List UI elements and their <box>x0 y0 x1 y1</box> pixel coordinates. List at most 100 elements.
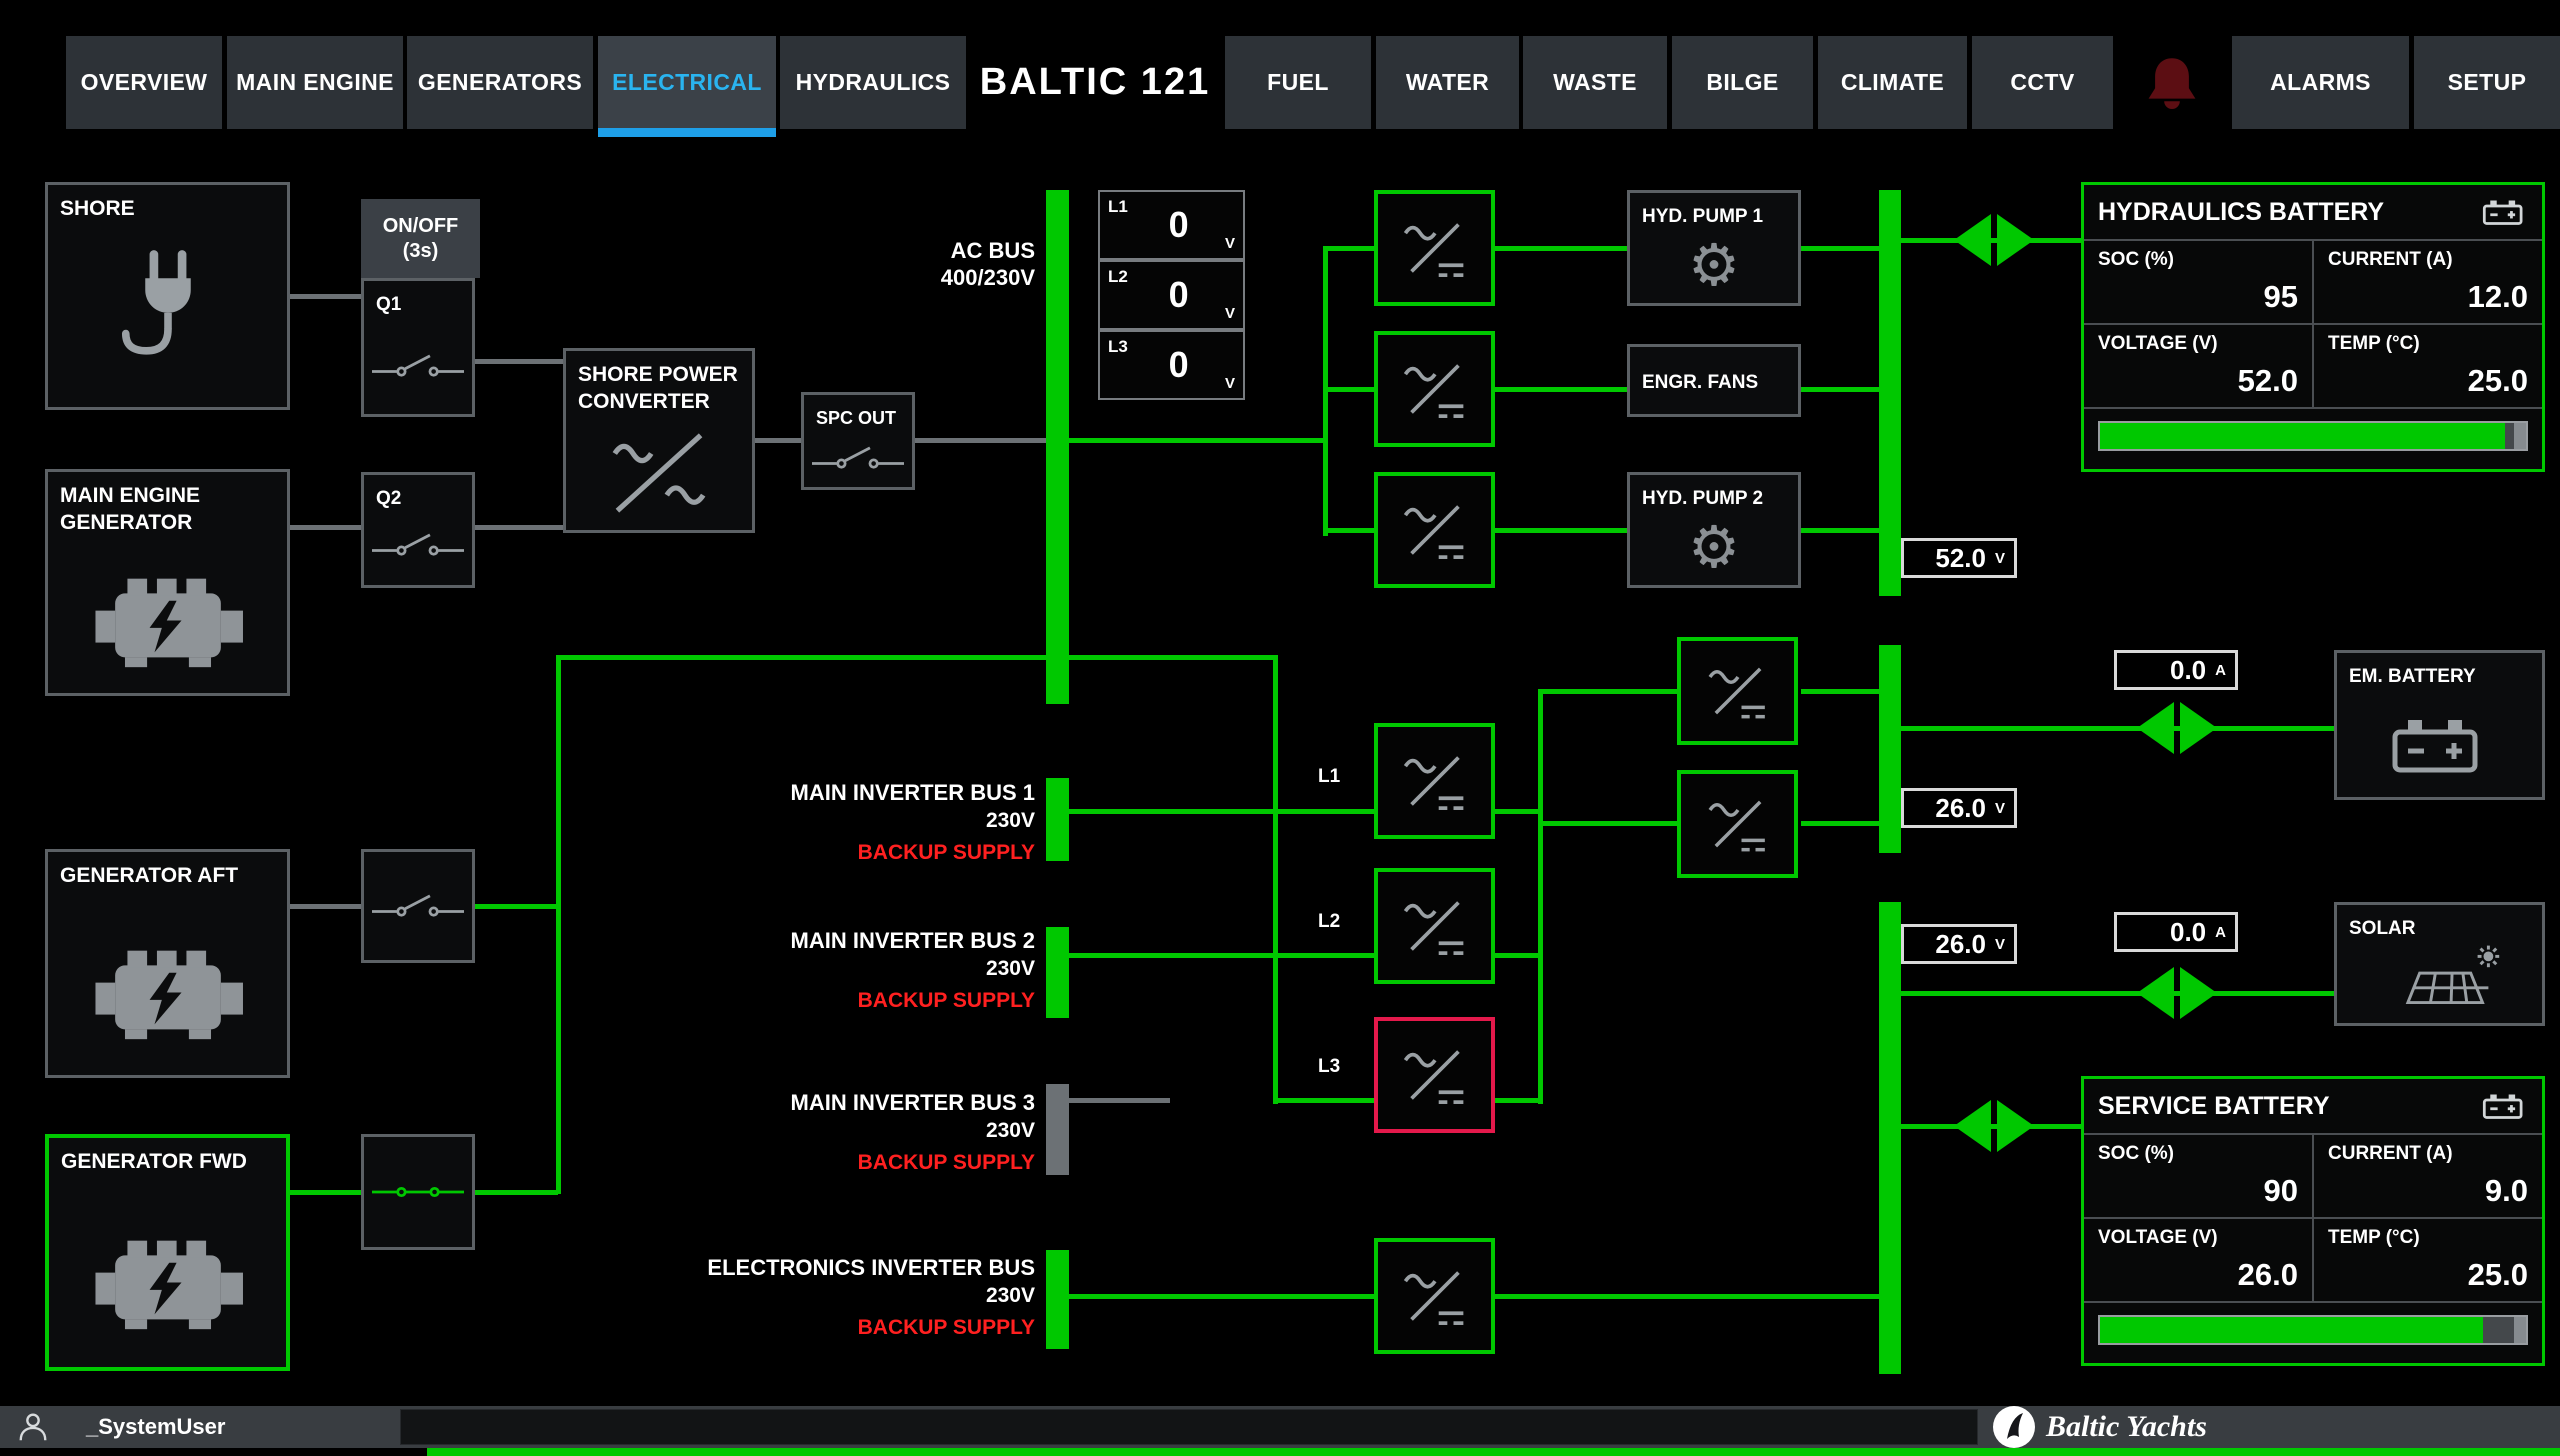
tab-generators[interactable]: GENERATORS <box>407 36 593 129</box>
hydraulics-battery-panel: HYDRAULICS BATTERY SOC (%) 95 CURRENT (A… <box>2081 182 2545 472</box>
cell-label: SOC (%) <box>2098 1143 2174 1164</box>
wire <box>1901 238 2081 243</box>
breaker-q2[interactable]: Q2 <box>361 472 475 588</box>
status-command-input[interactable] <box>400 1409 1978 1445</box>
shore-on-off-button[interactable]: ON/OFF (3s) <box>361 199 480 278</box>
inverter-icon <box>1403 756 1463 810</box>
cell-value: 90 <box>2263 1173 2298 1208</box>
label-line: GENERATOR <box>60 511 193 534</box>
em-battery-box: EM. BATTERY <box>2334 650 2545 800</box>
open-switch-icon <box>812 441 904 475</box>
main-engine-generator-box: MAIN ENGINE GENERATOR <box>45 469 290 696</box>
phase-unit: V <box>1224 235 1235 252</box>
phase-label: L2 <box>1108 267 1128 286</box>
hydraulics-flow-indicator <box>1954 214 2034 266</box>
em-converter-1 <box>1677 637 1798 745</box>
cell-value: 25.0 <box>2467 1257 2528 1292</box>
gear-icon: ⚙ <box>1688 514 1740 580</box>
bus-status-badge: BACKUP SUPPLY <box>857 989 1035 1012</box>
tab-cctv[interactable]: CCTV <box>1972 36 2113 129</box>
shore-plug-icon <box>118 249 218 379</box>
wire <box>1495 387 1627 392</box>
bus-voltage: 230V <box>985 957 1035 980</box>
hydraulics-battery-title: HYDRAULICS BATTERY <box>2098 197 2385 226</box>
bus-status-badge: BACKUP SUPPLY <box>857 1151 1035 1174</box>
generator-fwd-label: GENERATOR FWD <box>61 1150 247 1173</box>
generator-aft-breaker[interactable] <box>361 849 475 963</box>
solar-panel-icon <box>2402 943 2510 1013</box>
wire <box>1901 1124 2081 1129</box>
hydraulics-dc-bus-bar <box>1879 190 1901 596</box>
inverter-bus-3-label: MAIN INVERTER BUS 3 230V BACKUP SUPPLY <box>540 1090 1035 1176</box>
hyd-pump-2-label: HYD. PUMP 2 <box>1642 488 1764 509</box>
engine-room-fans-label: ENGR. FANS <box>1642 372 1759 393</box>
wire <box>1495 953 1540 958</box>
readout-unit: V <box>1994 549 2005 567</box>
phase-tag-l2: L2 <box>1318 911 1341 932</box>
voltage-cell: VOLTAGE (V) 52.0 <box>2084 325 2312 407</box>
tab-main-engine[interactable]: MAIN ENGINE <box>227 36 403 129</box>
soc-progress-fill <box>2100 423 2505 449</box>
breaker-q1-label: Q1 <box>376 294 402 315</box>
wire <box>1069 809 1374 814</box>
main-inverter-l1 <box>1374 723 1495 839</box>
hydraulics-bus-voltage-readout: 52.0 V <box>1901 538 2017 578</box>
bus-name: MAIN INVERTER BUS 2 <box>790 928 1035 953</box>
tab-hydraulics[interactable]: HYDRAULICS <box>780 36 966 129</box>
wire <box>290 904 361 909</box>
generator-fwd-breaker[interactable] <box>361 1134 475 1250</box>
phase-l2-voltage: L2 0 V <box>1098 260 1245 330</box>
temp-cell: TEMP (°C) 25.0 <box>2314 325 2542 407</box>
inverter-icon <box>1403 505 1463 559</box>
service-battery-panel: SERVICE BATTERY SOC (%) 90 CURRENT (A) 9… <box>2081 1076 2545 1366</box>
electronics-bus-label: ELECTRONICS INVERTER BUS 230V BACKUP SUP… <box>540 1255 1035 1341</box>
battery-icon <box>2482 197 2528 227</box>
ac-bus-label: AC BUS 400/230V <box>790 237 1035 291</box>
readout-unit: A <box>2215 661 2226 679</box>
soc-progress-bar <box>2098 1315 2528 1345</box>
tab-setup[interactable]: SETUP <box>2414 36 2560 129</box>
wire <box>1495 1294 1879 1299</box>
cell-value: 12.0 <box>2467 279 2528 314</box>
on-off-label: ON/OFF <box>382 214 459 237</box>
service-battery-flow-indicator <box>1954 1100 2034 1152</box>
inverter-icon <box>1708 667 1765 719</box>
soc-cell: SOC (%) 95 <box>2084 241 2312 323</box>
breaker-q2-label: Q2 <box>376 488 402 509</box>
solar-label: SOLAR <box>2349 918 2416 939</box>
status-bar: _SystemUser Baltic Yachts <box>0 1406 2560 1448</box>
spc-out-switch[interactable]: SPC OUT <box>801 392 915 490</box>
tab-climate[interactable]: CLIMATE <box>1818 36 1967 129</box>
tab-fuel[interactable]: FUEL <box>1225 36 1371 129</box>
open-switch-icon <box>372 889 464 923</box>
label-line: 400/230V <box>940 265 1035 290</box>
phase-tag-l3: L3 <box>1318 1056 1341 1077</box>
alarm-bell-button[interactable] <box>2118 36 2226 129</box>
shore-label: SHORE <box>60 197 135 220</box>
em-battery-flow-indicator <box>2137 702 2217 754</box>
cell-label: VOLTAGE (V) <box>2098 333 2218 354</box>
tab-water[interactable]: WATER <box>1376 36 1519 129</box>
tab-overview[interactable]: OVERVIEW <box>66 36 222 129</box>
tab-waste[interactable]: WASTE <box>1523 36 1667 129</box>
soc-progress-fill <box>2100 1317 2484 1343</box>
hyd-inverter-1 <box>1374 190 1495 306</box>
wire <box>1325 528 1374 533</box>
em-converter-2 <box>1677 770 1798 878</box>
label-line: AC BUS <box>950 238 1035 263</box>
inverter-icon <box>1403 364 1463 418</box>
tab-electrical[interactable]: ELECTRICAL <box>598 36 776 137</box>
wire <box>1495 246 1627 251</box>
main-inverter-l3-fault <box>1374 1017 1495 1133</box>
voltage-cell: VOLTAGE (V) 26.0 <box>2084 1219 2312 1301</box>
wire <box>1069 1294 1374 1299</box>
wire <box>915 438 1046 443</box>
tab-bilge[interactable]: BILGE <box>1672 36 1813 129</box>
cell-value: 26.0 <box>2237 1257 2298 1292</box>
tab-alarms[interactable]: ALARMS <box>2232 36 2409 129</box>
readout-unit: V <box>1994 799 2005 817</box>
inverter-bus-3-bar <box>1046 1084 1069 1175</box>
breaker-q1[interactable]: Q1 <box>361 278 475 417</box>
wire <box>1325 246 1374 251</box>
em-dc-bus-bar <box>1879 645 1901 853</box>
